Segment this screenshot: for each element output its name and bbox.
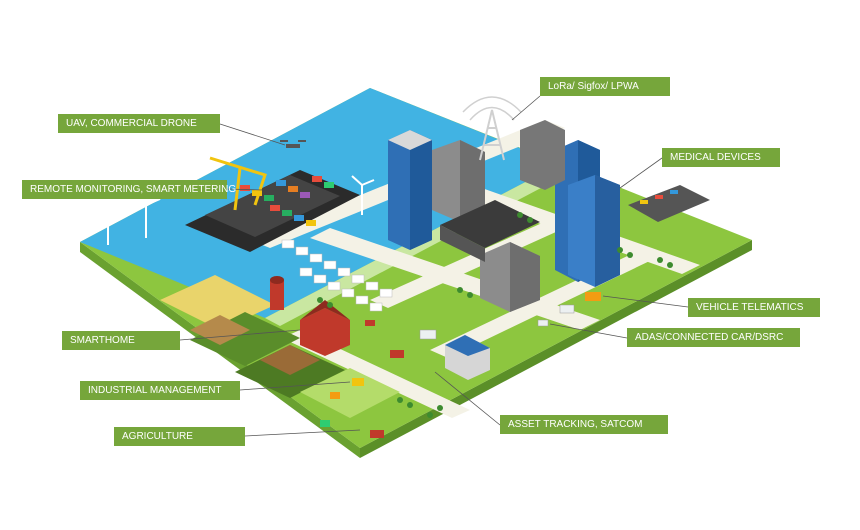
label-medical-devices: MEDICAL DEVICES [662, 148, 780, 167]
label-lora: LoRa/ Sigfox/ LPWA [540, 77, 670, 96]
label-uav-commercial-drone: UAV, COMMERCIAL DRONE [58, 114, 220, 133]
trees [317, 212, 673, 418]
label-vehicle-telematics: VEHICLE TELEMATICS [688, 298, 820, 317]
label-smarthome: SMARTHOME [62, 331, 180, 350]
houses [281, 239, 393, 312]
warehouse [445, 335, 490, 380]
label-agriculture: AGRICULTURE [114, 427, 245, 446]
barn [270, 276, 350, 356]
gray-buildings [432, 120, 565, 312]
skyscraper-right [555, 140, 620, 287]
parking-lot [628, 185, 710, 222]
vehicles [320, 292, 601, 438]
farmland [160, 275, 400, 418]
label-adas-connected-car: ADAS/CONNECTED CAR/DSRC [627, 328, 800, 347]
leader-lines [179, 95, 689, 437]
skyscraper-left [388, 130, 432, 250]
label-remote-monitoring: REMOTE MONITORING, SMART METERING [22, 180, 236, 199]
containers-dock [270, 205, 316, 226]
cell-tower-icon [462, 96, 522, 161]
drone-icon [280, 140, 306, 148]
platform-right-side [360, 240, 752, 458]
label-industrial-management: INDUSTRIAL MANAGEMENT [80, 381, 240, 400]
label-asset-tracking: ASSET TRACKING, SATCOM [500, 415, 668, 434]
